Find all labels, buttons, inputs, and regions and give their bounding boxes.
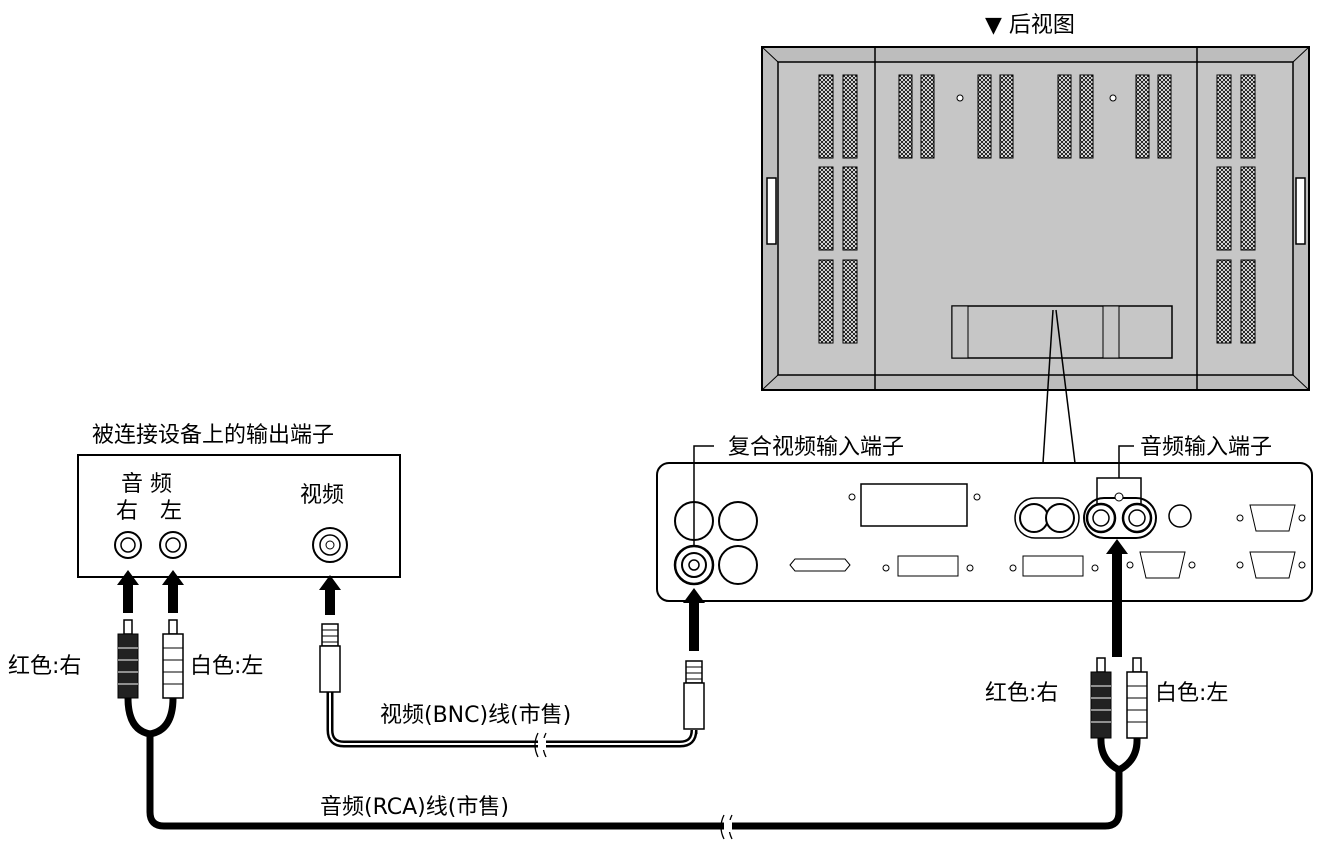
video-output-label: 视频 bbox=[300, 483, 344, 508]
video-output-jack bbox=[312, 527, 348, 563]
audio-cable bbox=[124, 697, 1141, 840]
source-device-title: 被连接设备上的输出端子 bbox=[92, 423, 334, 448]
audio-input-label: 音频输入端子 bbox=[1140, 435, 1272, 460]
red-right-label-source: 红色:右 bbox=[8, 654, 81, 679]
rca-plug-red-panel bbox=[1090, 657, 1112, 739]
audio-input-jacks bbox=[1083, 492, 1157, 539]
video-cable bbox=[326, 690, 698, 758]
audio-right-label: 右 bbox=[116, 499, 138, 524]
audio-left-output-jack bbox=[159, 531, 187, 559]
video-cable-label: 视频(BNC)线(市售) bbox=[380, 703, 571, 728]
rca-plug-white-source bbox=[162, 619, 184, 699]
rca-plug-red-source bbox=[117, 619, 139, 699]
connection-panel bbox=[656, 462, 1313, 602]
connection-arrows bbox=[117, 539, 1128, 657]
source-device: 音 频 右 左 视频 bbox=[77, 454, 401, 578]
rca-plug-white-panel bbox=[1126, 657, 1148, 739]
red-right-label-panel: 红色:右 bbox=[985, 681, 1058, 706]
white-left-label-panel: 白色:左 bbox=[1155, 681, 1228, 706]
bnc-plug-source bbox=[319, 623, 341, 693]
bnc-plug-panel bbox=[683, 660, 705, 730]
audio-output-label: 音 频 bbox=[121, 472, 172, 497]
audio-right-output-jack bbox=[114, 531, 142, 559]
white-left-label-source: 白色:左 bbox=[190, 654, 263, 679]
rear-view-label: ▼ 后视图 bbox=[985, 13, 1075, 38]
composite-video-input-label: 复合视频输入端子 bbox=[728, 435, 904, 460]
audio-cable-label: 音频(RCA)线(市售) bbox=[320, 795, 509, 820]
audio-left-label: 左 bbox=[160, 499, 182, 524]
zoom-callout bbox=[1042, 309, 1076, 464]
monitor-rear bbox=[761, 46, 1310, 391]
composite-video-jack bbox=[673, 544, 715, 586]
